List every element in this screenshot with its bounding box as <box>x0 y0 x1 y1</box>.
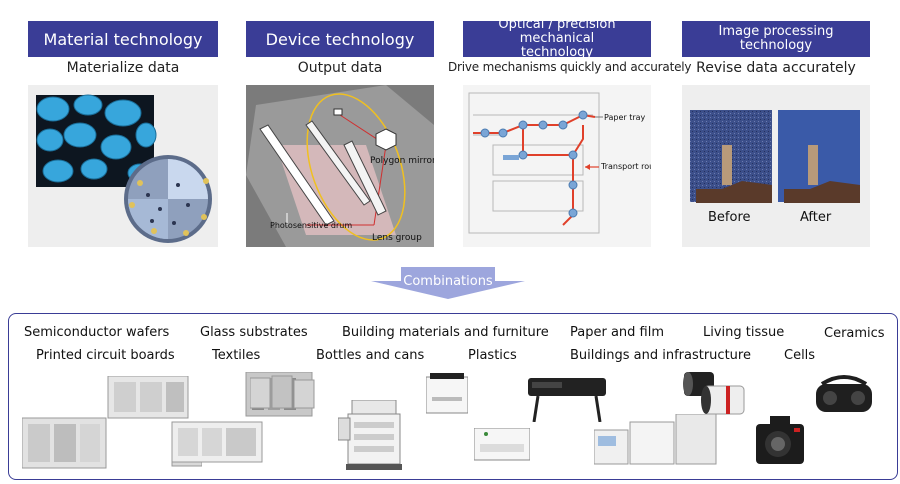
image-processing-header: Image processing technology <box>682 21 870 57</box>
inkjet-printer-image <box>474 428 530 461</box>
combinations-arrow: Combinations <box>371 267 525 299</box>
transport-route-label: Transport route <box>600 162 651 171</box>
app-ceramics: Ceramics <box>824 326 885 341</box>
app-semiconductor-wafers: Semiconductor wafers <box>24 325 170 340</box>
app-living-tissue: Living tissue <box>703 325 785 340</box>
device-technology-title: Device technology <box>265 29 415 49</box>
optical-technology-header: Optical / precision mechanical technolog… <box>463 17 651 60</box>
app-glass-substrates: Glass substrates <box>200 325 308 340</box>
app-textiles: Textiles <box>212 348 261 363</box>
app-printed-circuit-boards: Printed circuit boards <box>36 348 175 363</box>
device-image: Polygon mirror Photosensitive drum Lens … <box>246 85 434 247</box>
office-printer-image <box>338 400 402 470</box>
production-printer-image <box>594 414 717 465</box>
app-paper-film: Paper and film <box>570 325 665 340</box>
optical-technology-subtitle: Drive mechanisms quickly and accurately <box>448 60 692 74</box>
optical-technology-title: Optical / precision mechanical technolog… <box>498 17 616 60</box>
material-technology-subtitle: Materialize data <box>66 60 180 76</box>
lens-group-label: Lens group <box>372 233 422 243</box>
vr-headset-image <box>816 375 872 412</box>
material-technology-header: Material technology <box>28 21 218 57</box>
applications-box <box>8 313 898 480</box>
app-cells: Cells <box>784 348 816 363</box>
after-label: After <box>800 210 832 225</box>
image-processing-image: Before After <box>682 85 870 247</box>
polygon-mirror-label: Polygon mirror <box>370 156 434 166</box>
image-processing-title: Image processing technology <box>718 24 834 53</box>
device-technology-header: Device technology <box>246 21 434 57</box>
app-buildings-infrastructure: Buildings and infrastructure <box>570 348 751 363</box>
transport-route-text: Transport route <box>600 162 651 171</box>
material-technology-title: Material technology <box>43 29 203 49</box>
laser-printer-image <box>426 373 468 414</box>
camera-lenses-image <box>683 372 745 415</box>
before-label: Before <box>708 210 751 225</box>
paper-tray-label: Paper tray <box>604 113 646 122</box>
polygon-mirror-icon <box>375 128 397 151</box>
camera-body-image <box>756 416 804 464</box>
combinations-label: Combinations <box>403 274 493 289</box>
app-building-materials: Building materials and furniture <box>342 325 549 340</box>
drum-label: Photosensitive drum <box>270 221 352 230</box>
app-plastics: Plastics <box>468 348 517 363</box>
image-processing-subtitle: Revise data accurately <box>696 60 856 76</box>
device-technology-subtitle: Output data <box>297 60 383 76</box>
app-bottles-cans: Bottles and cans <box>316 348 425 363</box>
optical-image: Paper tray Transport route <box>463 85 651 247</box>
material-image <box>28 85 218 247</box>
robot-system-image <box>250 375 315 409</box>
large-format-printer-image <box>528 378 606 422</box>
